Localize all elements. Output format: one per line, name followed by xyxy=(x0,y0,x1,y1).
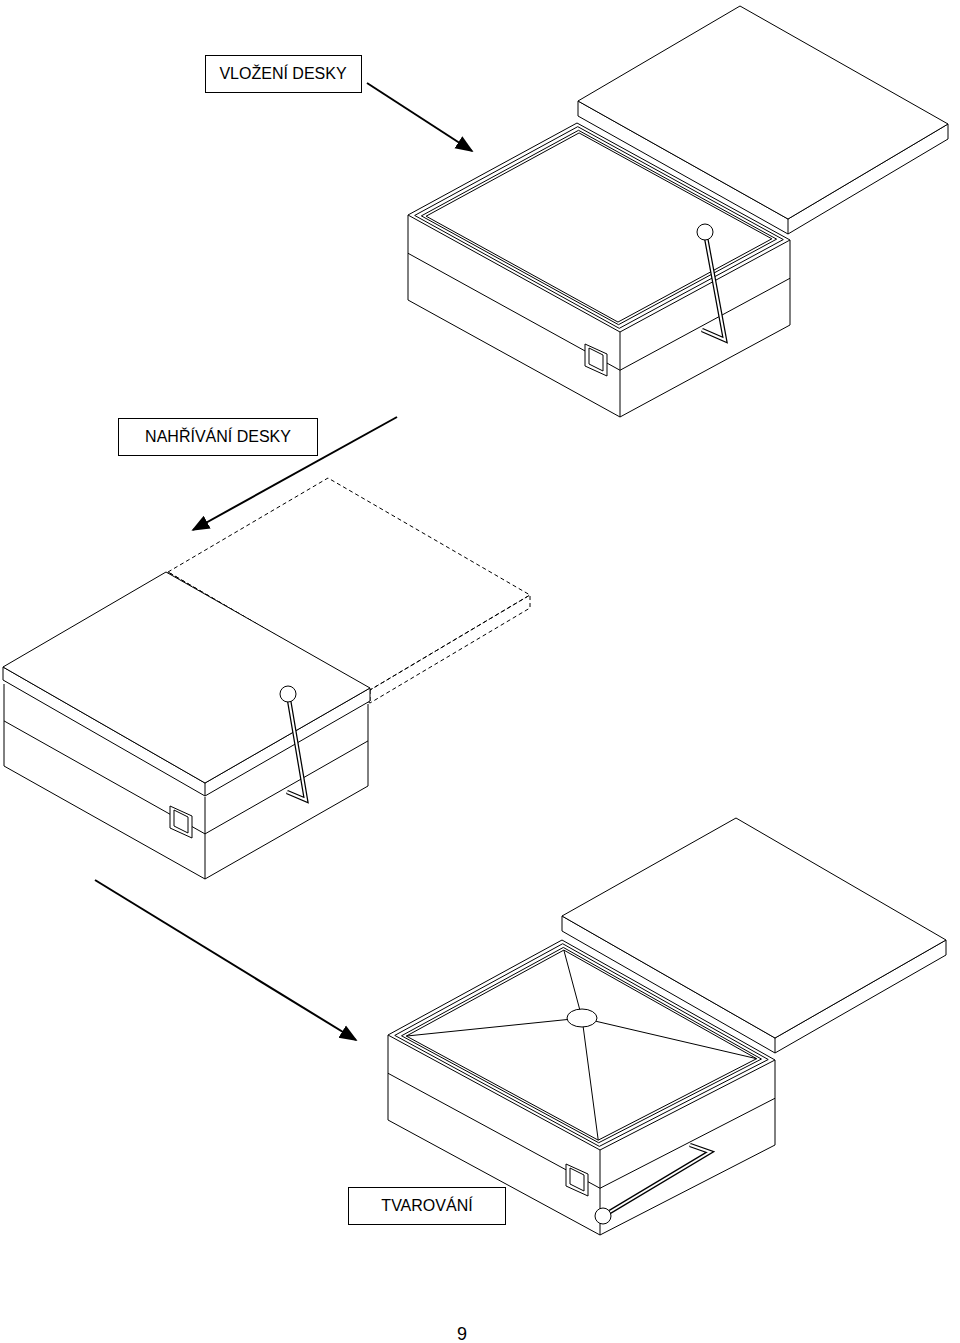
lever-knob xyxy=(697,224,713,240)
lever xyxy=(702,232,725,340)
machine-heating xyxy=(3,478,530,879)
latch xyxy=(589,348,603,371)
latch xyxy=(170,806,192,838)
step-label: NAHŘÍVÁNÍ DESKY xyxy=(145,428,291,446)
plate-edge xyxy=(788,219,789,234)
box-edge xyxy=(205,797,206,879)
plate-edge xyxy=(205,783,206,796)
step-label-box: VLOŽENÍ DESKY xyxy=(205,55,362,93)
step-label-box: NAHŘÍVÁNÍ DESKY xyxy=(118,418,318,456)
formed-plate-edge xyxy=(582,1018,598,1140)
lever xyxy=(603,1145,710,1216)
plate xyxy=(562,818,946,1038)
machine-forming xyxy=(388,818,946,1235)
plate-edge xyxy=(775,1038,776,1053)
formed-plate-edge xyxy=(406,1018,582,1036)
machine-loading xyxy=(408,6,948,417)
step-label: VLOŽENÍ DESKY xyxy=(219,65,346,83)
lever xyxy=(702,232,725,340)
lever-knob xyxy=(595,1208,611,1224)
latch xyxy=(174,810,188,833)
latch xyxy=(570,1168,584,1191)
page-number: 9 xyxy=(457,1324,467,1343)
lever xyxy=(603,1145,710,1216)
flow-arrow xyxy=(95,880,356,1040)
lever xyxy=(287,694,306,800)
plate xyxy=(3,572,370,783)
formed-dome xyxy=(567,1009,597,1027)
lever-knob xyxy=(280,686,296,702)
flow-arrow xyxy=(367,83,472,151)
lever xyxy=(287,694,306,800)
latch xyxy=(585,344,607,376)
box-edge xyxy=(620,332,621,417)
latch xyxy=(566,1164,588,1196)
step-label: TVAROVÁNÍ xyxy=(381,1197,472,1215)
formed-plate-edge xyxy=(564,950,582,1018)
step-label-box: TVAROVÁNÍ xyxy=(348,1187,506,1225)
plate xyxy=(578,6,948,219)
